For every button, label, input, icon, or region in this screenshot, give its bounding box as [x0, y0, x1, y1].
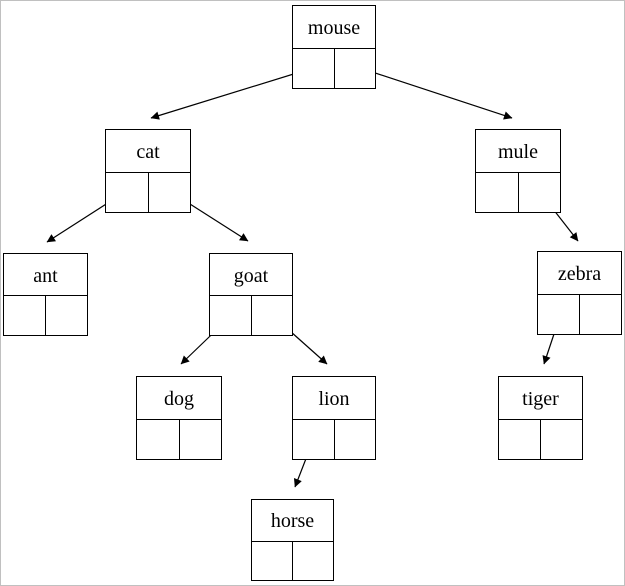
right-pointer-cell	[541, 420, 582, 460]
node-label: zebra	[538, 252, 621, 295]
node-label: lion	[293, 377, 375, 420]
node-label: mule	[476, 130, 560, 173]
node-label: horse	[252, 500, 333, 542]
node-cat: cat	[105, 129, 191, 213]
right-pointer-cell	[46, 296, 87, 335]
right-pointer-cell	[293, 542, 333, 581]
node-pointer-row	[4, 296, 87, 335]
left-pointer-cell	[137, 419, 180, 459]
left-pointer-cell	[476, 172, 519, 212]
right-pointer-cell	[580, 295, 621, 335]
node-pointer-row	[476, 172, 561, 213]
right-pointer-cell	[335, 420, 376, 460]
left-pointer-cell	[252, 541, 293, 580]
left-pointer-cell	[499, 419, 541, 459]
node-label: dog	[137, 377, 221, 420]
node-pointer-row	[499, 419, 582, 460]
node-pointer-row	[106, 172, 191, 213]
left-pointer-cell	[106, 172, 149, 212]
node-lion: lion	[292, 376, 376, 460]
node-label: mouse	[293, 6, 375, 49]
left-pointer-cell	[4, 296, 46, 335]
right-pointer-cell	[252, 296, 293, 335]
node-goat: goat	[209, 253, 293, 336]
node-pointer-row	[137, 419, 222, 460]
node-dog: dog	[136, 376, 222, 460]
right-pointer-cell	[180, 420, 222, 460]
left-pointer-cell	[210, 296, 252, 335]
node-zebra: zebra	[537, 251, 622, 335]
node-tiger: tiger	[498, 376, 583, 460]
node-label: ant	[4, 254, 87, 296]
node-horse: horse	[251, 499, 334, 581]
left-pointer-cell	[538, 294, 580, 334]
node-label: tiger	[499, 377, 582, 420]
node-pointer-row	[252, 541, 333, 581]
right-pointer-cell	[335, 49, 376, 89]
node-pointer-row	[293, 419, 376, 460]
node-ant: ant	[3, 253, 88, 336]
left-pointer-cell	[293, 48, 335, 88]
right-pointer-cell	[519, 173, 561, 213]
node-label: goat	[210, 254, 292, 296]
right-pointer-cell	[149, 173, 191, 213]
node-pointer-row	[210, 296, 292, 335]
node-pointer-row	[538, 294, 621, 335]
left-pointer-cell	[293, 419, 335, 459]
node-mule: mule	[475, 129, 561, 213]
node-mouse: mouse	[292, 5, 376, 89]
node-pointer-row	[293, 48, 376, 89]
node-label: cat	[106, 130, 190, 173]
